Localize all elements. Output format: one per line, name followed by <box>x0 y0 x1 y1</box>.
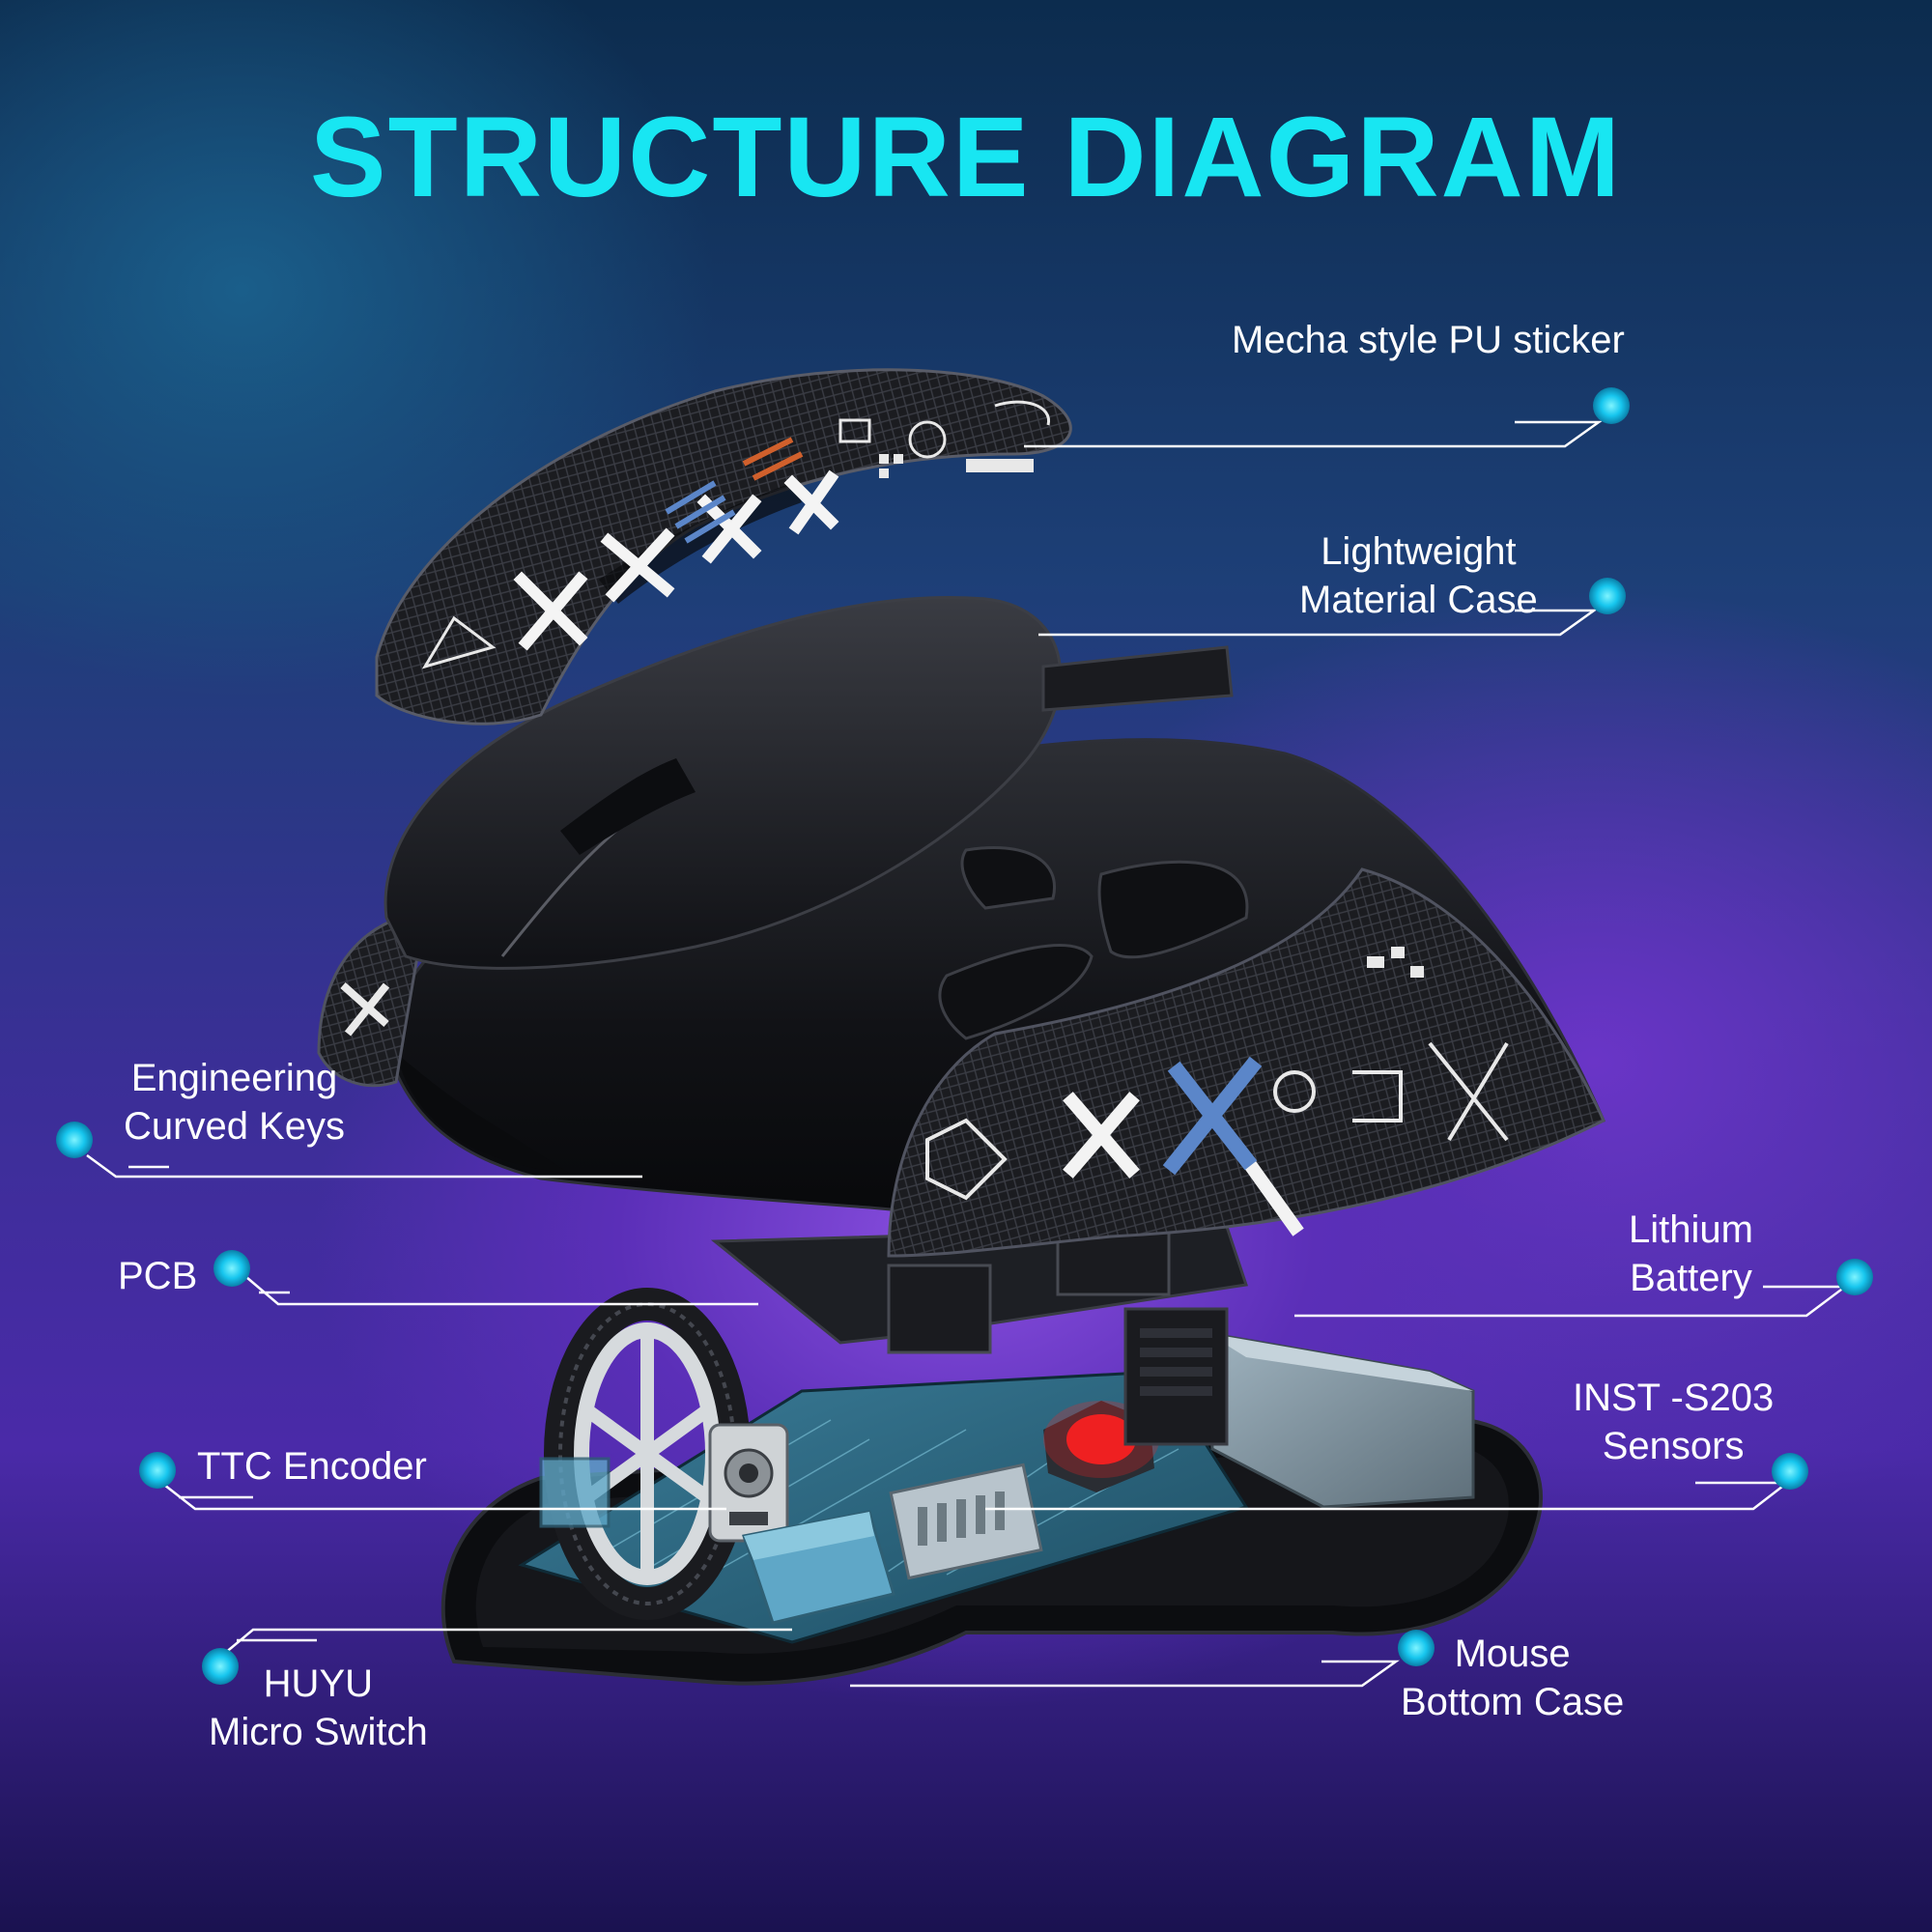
label-text: TTC Encoder <box>197 1445 427 1488</box>
label-line-2: Bottom Case <box>1401 1681 1625 1723</box>
label-huyu-micro-switch: HUYU Micro Switch <box>209 1660 428 1756</box>
left-grip-sticker <box>317 911 427 1088</box>
callout-dot-bottom <box>1398 1630 1435 1666</box>
label-line-1: Mouse <box>1454 1633 1571 1675</box>
leader-line-keys <box>86 1153 642 1179</box>
label-line-2: Material Case <box>1299 579 1538 621</box>
leader-lines <box>86 420 1849 1688</box>
label-text: Mecha style PU sticker <box>1232 319 1625 361</box>
leader-line-battery <box>1294 1285 1849 1318</box>
leader-line-switch <box>223 1628 792 1655</box>
leader-line-encoder <box>163 1484 726 1511</box>
label-line-1: HUYU <box>263 1662 374 1705</box>
callout-dot-switch <box>202 1648 239 1685</box>
engineering-curved-keys <box>384 595 1234 970</box>
label-mouse-bottom-case: Mouse Bottom Case <box>1401 1630 1624 1726</box>
callout-dots <box>56 387 1873 1685</box>
label-line-1: Engineering <box>130 1057 338 1099</box>
label-line-1: Lightweight <box>1321 530 1517 573</box>
label-line-2: Sensors <box>1602 1425 1745 1467</box>
label-text: PCB <box>118 1255 198 1297</box>
callout-dot-sticker <box>1593 387 1630 424</box>
callout-dot-keys <box>56 1122 93 1158</box>
leader-line-sensor <box>985 1481 1791 1511</box>
callout-dot-sensor <box>1772 1453 1808 1490</box>
side-grip-sticker <box>887 867 1605 1258</box>
leader-line-bottom <box>850 1660 1400 1688</box>
callout-dot-encoder <box>139 1452 176 1489</box>
label-line-1: INST -S203 <box>1573 1377 1775 1419</box>
label-lightweight-material-case: Lightweight Material Case <box>1299 527 1538 624</box>
callout-dot-pcb <box>213 1250 250 1287</box>
ttc-encoder <box>708 1423 789 1543</box>
label-pcb: PCB <box>118 1252 197 1300</box>
leader-line-pcb <box>245 1276 758 1306</box>
mecha-pu-sticker <box>375 368 1072 725</box>
scroll-wheel <box>544 1288 751 1620</box>
leader-line-case <box>1038 609 1598 637</box>
label-line-2: Curved Keys <box>124 1105 345 1148</box>
label-line-1: Lithium <box>1629 1208 1753 1251</box>
label-mecha-pu-sticker: Mecha style PU sticker <box>1232 316 1625 364</box>
label-ttc-encoder: TTC Encoder <box>197 1442 427 1491</box>
label-engineering-curved-keys: Engineering Curved Keys <box>124 1054 345 1151</box>
callout-dot-battery <box>1836 1259 1873 1295</box>
page-title: STRUCTURE DIAGRAM <box>309 94 1623 221</box>
leader-line-sticker <box>1024 420 1603 448</box>
callout-dot-case <box>1589 578 1626 614</box>
label-lithium-battery: Lithium Battery <box>1629 1206 1753 1302</box>
label-line-2: Battery <box>1630 1257 1752 1299</box>
label-line-2: Micro Switch <box>209 1711 428 1753</box>
label-inst-s203-sensors: INST -S203 Sensors <box>1573 1374 1774 1470</box>
lithium-battery <box>1123 1307 1475 1509</box>
huyu-micro-switch <box>539 1457 895 1625</box>
